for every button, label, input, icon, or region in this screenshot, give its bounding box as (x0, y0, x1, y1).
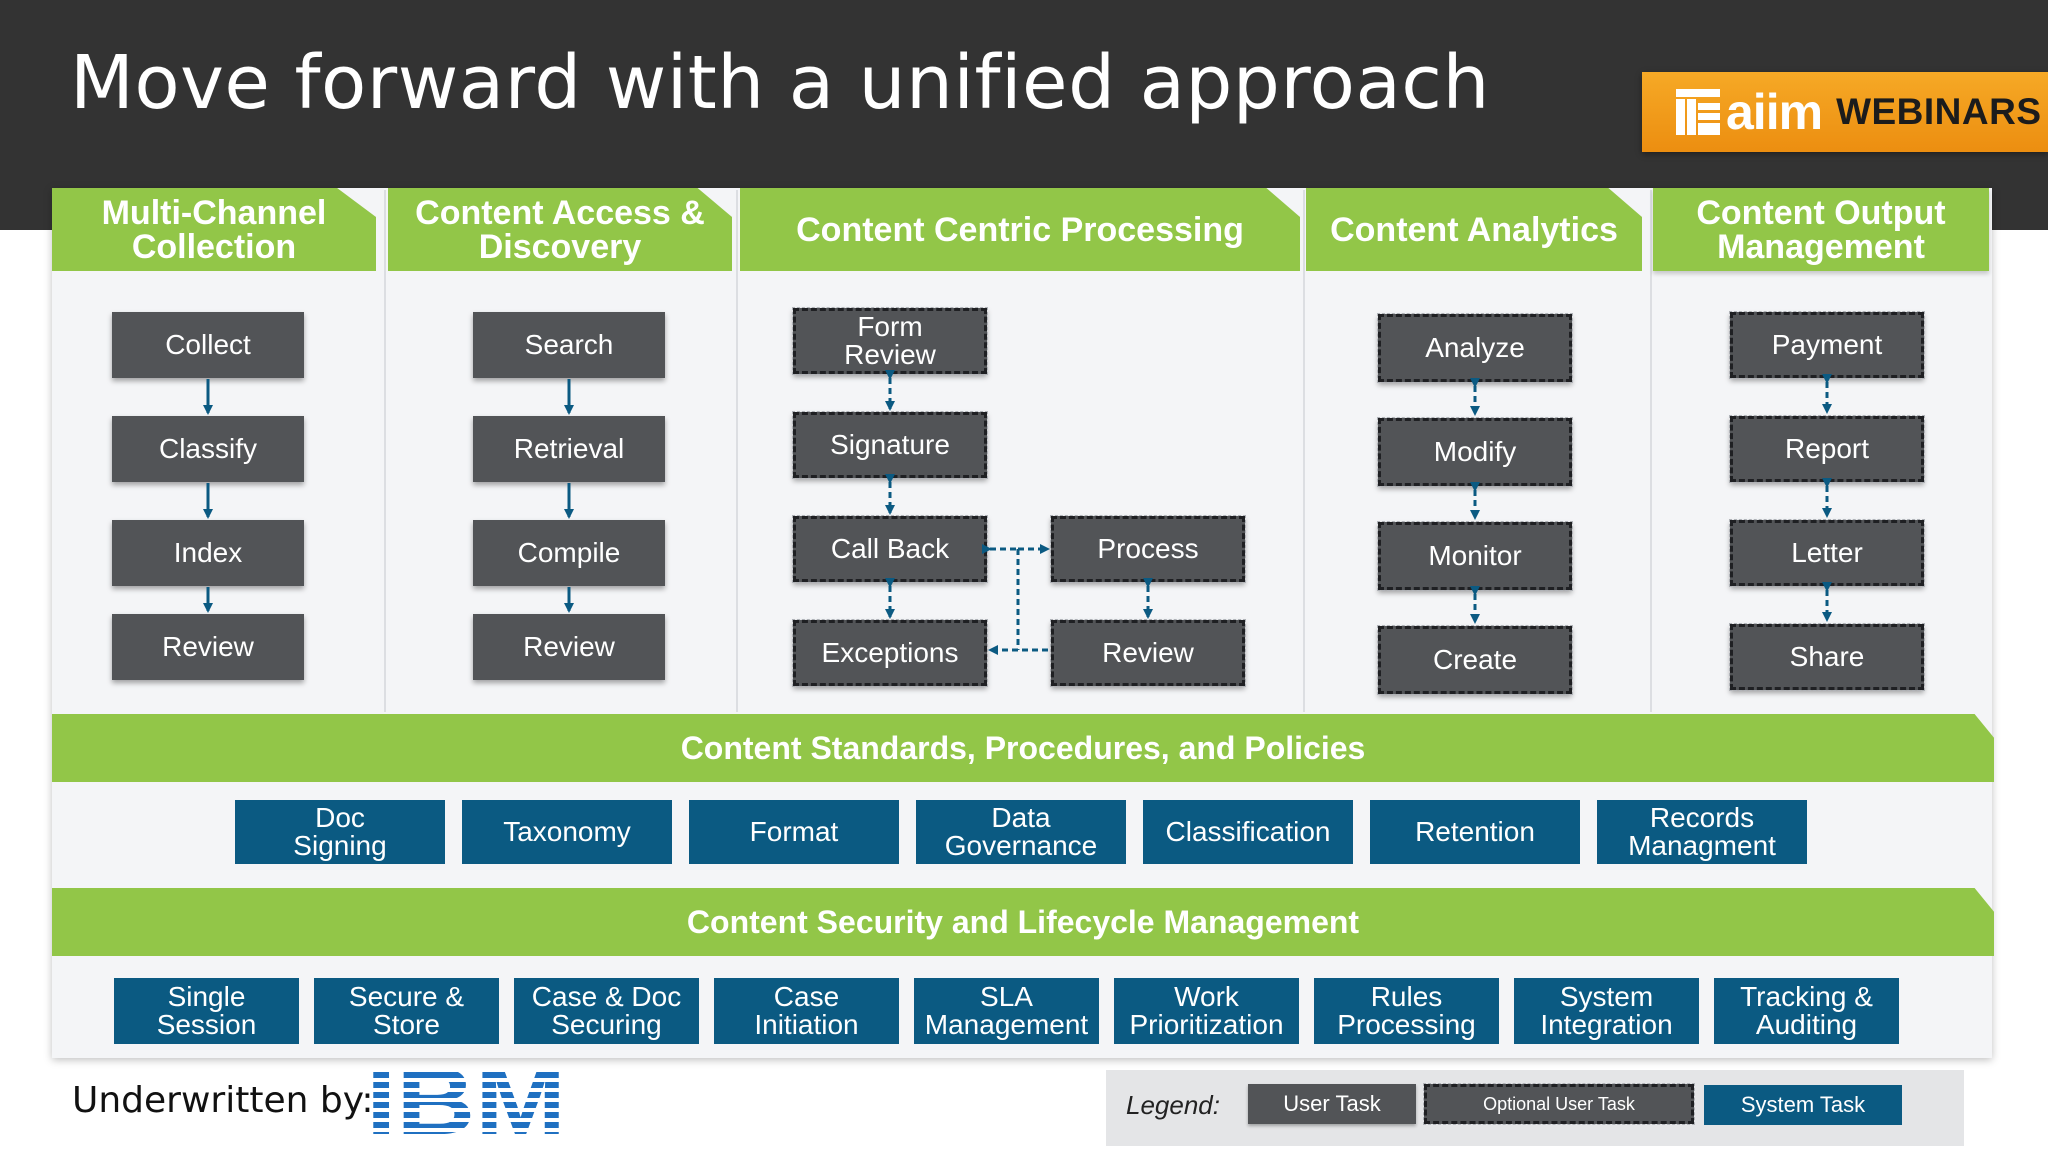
system-task-secure-store[interactable]: Secure & Store (314, 978, 499, 1044)
legend-system-task: System Task (1704, 1085, 1902, 1125)
aiim-building-icon (1676, 89, 1720, 135)
system-task-system-integration[interactable]: System Integration (1514, 978, 1699, 1044)
slide-title: Move forward with a unified approach (70, 40, 1490, 126)
system-task-sla-management[interactable]: SLA Management (914, 978, 1099, 1044)
column-title: Multi-Channel Collection (101, 193, 327, 266)
column-title: Content Centric Processing (796, 210, 1244, 249)
column-title: Content Analytics (1330, 210, 1618, 249)
task-review[interactable]: Review (473, 614, 665, 680)
column-header-collection: Multi-Channel Collection (52, 188, 376, 271)
system-task-classification[interactable]: Classification (1143, 800, 1353, 864)
optional-task-share[interactable]: Share (1729, 623, 1925, 691)
column-divider (384, 190, 386, 712)
task-collect[interactable]: Collect (112, 312, 304, 378)
logo-suffix-text: WEBINARS (1836, 91, 2042, 132)
column-title: Content Output Management (1696, 193, 1946, 266)
optional-task-review[interactable]: Review (1050, 619, 1246, 687)
task-review[interactable]: Review (112, 614, 304, 680)
aiim-webinars-logo: aiim WEBINARS (1642, 72, 2048, 152)
system-task-format[interactable]: Format (689, 800, 899, 864)
column-header-access: Content Access & Discovery (388, 188, 732, 271)
system-task-retention[interactable]: Retention (1370, 800, 1580, 864)
column-header-output: Content Output Management (1653, 188, 1989, 271)
system-task-case-initiation[interactable]: Case Initiation (714, 978, 899, 1044)
system-task-work-prioritization[interactable]: Work Prioritization (1114, 978, 1299, 1044)
logo-brand-text: aiim (1726, 84, 1823, 140)
task-search[interactable]: Search (473, 312, 665, 378)
legend-label: Legend: (1126, 1090, 1220, 1120)
optional-task-process[interactable]: Process (1050, 515, 1246, 583)
column-header-analytics: Content Analytics (1306, 188, 1642, 271)
standards-banner: Content Standards, Procedures, and Polic… (52, 714, 1994, 782)
column-divider (1650, 190, 1652, 712)
system-task-rules-processing[interactable]: Rules Processing (1314, 978, 1499, 1044)
system-task-case-doc-securing[interactable]: Case & Doc Securing (514, 978, 699, 1044)
task-classify[interactable]: Classify (112, 416, 304, 482)
system-task-records-management[interactable]: Records Managment (1597, 800, 1807, 864)
ibm-logo-text: IBM (366, 1062, 566, 1142)
column-title: Content Access & Discovery (415, 193, 705, 266)
task-index[interactable]: Index (112, 520, 304, 586)
optional-task-call-back[interactable]: Call Back (792, 515, 988, 583)
ibm-logo: IBM (366, 1062, 566, 1142)
underwritten-label: Underwritten by: (72, 1080, 374, 1121)
legend-user-task: User Task (1248, 1084, 1416, 1124)
system-task-single-session[interactable]: Single Session (114, 978, 299, 1044)
task-retrieval[interactable]: Retrieval (473, 416, 665, 482)
legend-optional-user-task: Optional User Task (1423, 1083, 1695, 1125)
system-task-taxonomy[interactable]: Taxonomy (462, 800, 672, 864)
system-task-tracking-auditing[interactable]: Tracking & Auditing (1714, 978, 1899, 1044)
system-task-data-governance[interactable]: Data Governance (916, 800, 1126, 864)
column-header-processing: Content Centric Processing (740, 188, 1300, 271)
optional-task-create[interactable]: Create (1377, 625, 1573, 695)
column-divider (736, 190, 738, 712)
security-banner: Content Security and Lifecycle Managemen… (52, 888, 1994, 956)
optional-task-analyze[interactable]: Analyze (1377, 313, 1573, 383)
optional-task-exceptions[interactable]: Exceptions (792, 619, 988, 687)
standards-title: Content Standards, Procedures, and Polic… (680, 729, 1366, 766)
system-task-doc-signing[interactable]: Doc Signing (235, 800, 445, 864)
security-title: Content Security and Lifecycle Managemen… (686, 903, 1360, 940)
optional-task-modify[interactable]: Modify (1377, 417, 1573, 487)
column-divider (1303, 190, 1305, 712)
task-compile[interactable]: Compile (473, 520, 665, 586)
